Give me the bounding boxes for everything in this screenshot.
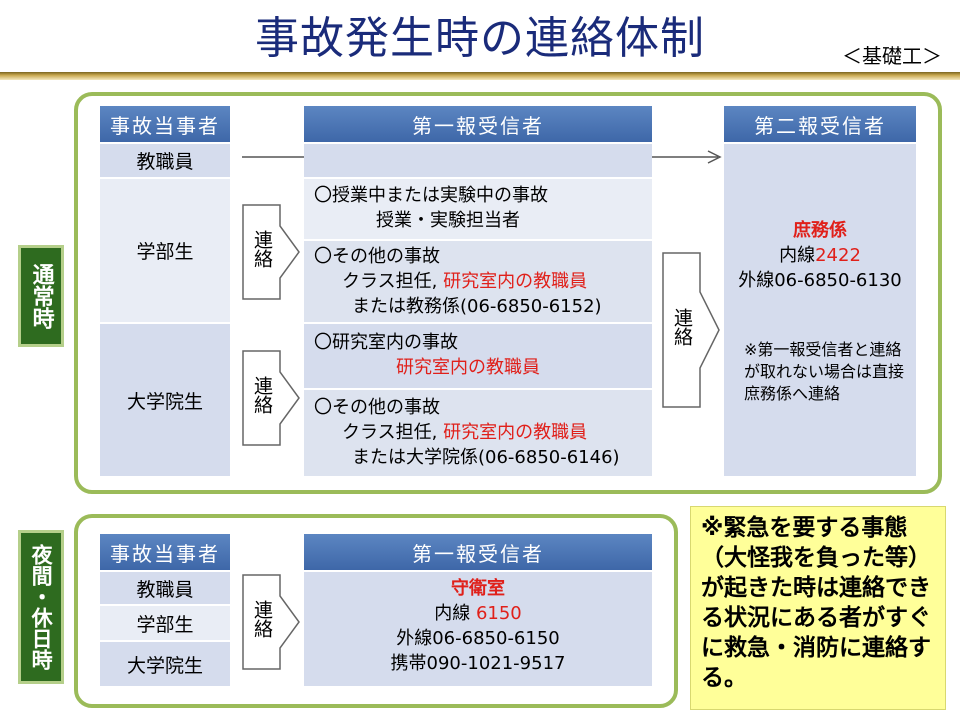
party-staff: 教職員 <box>100 144 230 177</box>
grad-case1-contact: 研究室内の教職員 <box>396 357 540 378</box>
contact-arrow-grad: 連絡 <box>242 350 302 446</box>
night-party-staff: 教職員 <box>100 572 230 604</box>
emergency-note: ※緊急を要する事態（大怪我を負った等）が起きた時は連絡できる状況にある者がすぐに… <box>690 506 946 710</box>
night-first-receiver-cell: 守衛室 内線 6150 外線06-6850-6150 携帯090-1021-95… <box>304 572 652 686</box>
first-undergrad-case2: 〇その他の事故 クラス担任, 研究室内の教職員 または教務係(06-6850-6… <box>304 241 652 322</box>
grad-case2-line1: クラス担任, 研究室内の教職員 <box>314 420 652 445</box>
second-receiver-name: 庶務係 <box>793 220 847 241</box>
night-receiver-name: 守衛室 <box>451 578 505 599</box>
night-ext-prefix: 内線 <box>434 603 476 624</box>
header-first-receiver: 第一報受信者 <box>304 106 652 142</box>
night-contact-arrow-label: 連絡 <box>251 600 273 638</box>
undergrad-case2-homeroom: クラス担任, <box>342 271 444 292</box>
night-ext-number: 6150 <box>475 603 522 624</box>
contact-arrow-undergrad: 連絡 <box>242 204 302 300</box>
second-receiver-note: ※第一報受信者と連絡が取れない場合は直接庶務係へ連絡 <box>744 340 905 403</box>
night-receiver-mobile: 携帯090-1021-9517 <box>390 653 566 674</box>
undergrad-case2-title: 〇その他の事故 <box>314 246 440 267</box>
first-staff-row <box>304 144 652 177</box>
contact-arrow-second-label: 連絡 <box>671 308 693 346</box>
undergrad-case2-lab-staff: 研究室内の教職員 <box>443 271 588 292</box>
night-contact-arrow: 連絡 <box>242 574 302 670</box>
title-divider <box>0 72 960 80</box>
night-party-undergrad: 学部生 <box>100 606 230 640</box>
grad-case1-title: 〇研究室内の事故 <box>314 332 458 353</box>
second-ext-number: 2422 <box>815 245 861 266</box>
contact-arrow-undergrad-label: 連絡 <box>251 230 273 268</box>
first-undergrad-case1: 〇授業中または実験中の事故 授業・実験担当者 <box>304 179 652 239</box>
party-undergrad: 学部生 <box>100 179 230 322</box>
header-second-receiver: 第二報受信者 <box>724 106 916 142</box>
night-receiver-outside: 外線06-6850-6150 <box>396 628 560 649</box>
undergrad-case1-title: 〇授業中または実験中の事故 <box>314 185 548 206</box>
grad-case2-homeroom: クラス担任, <box>342 422 444 443</box>
night-header-first-receiver: 第一報受信者 <box>304 534 652 570</box>
grad-case2-title: 〇その他の事故 <box>314 397 440 418</box>
undergrad-case1-contact: 授業・実験担当者 <box>376 210 520 231</box>
night-label: 夜間・休日時 <box>18 530 64 684</box>
undergrad-case2-line1: クラス担任, 研究室内の教職員 <box>314 269 652 294</box>
second-ext-prefix: 内線 <box>779 245 816 266</box>
page-subtitle: ＜基礎工＞ <box>842 44 942 68</box>
night-receiver-ext: 内線 6150 <box>304 601 652 626</box>
page-title: 事故発生時の連絡体制 <box>255 13 705 64</box>
second-receiver-cell: 庶務係 内線2422 外線06-6850-6130 ※第一報受信者と連絡が取れな… <box>724 144 916 476</box>
first-grad-case2: 〇その他の事故 クラス担任, 研究室内の教職員 または大学院係(06-6850-… <box>304 390 652 476</box>
contact-arrow-second: 連絡 <box>662 252 722 408</box>
night-party-grad: 大学院生 <box>100 642 230 686</box>
night-header-accident-party: 事故当事者 <box>100 534 230 570</box>
contact-arrow-grad-label: 連絡 <box>251 376 273 414</box>
second-receiver-ext: 内線2422 <box>724 243 916 268</box>
party-grad: 大学院生 <box>100 324 230 476</box>
grad-case2-lab-staff: 研究室内の教職員 <box>443 422 588 443</box>
normal-time-label: 通常時 <box>18 245 64 347</box>
first-grad-case1: 〇研究室内の事故 研究室内の教職員 <box>304 324 652 388</box>
grad-case2-line2: または大学院係(06-6850-6146) <box>352 447 620 468</box>
header-accident-party: 事故当事者 <box>100 106 230 142</box>
second-receiver-outside: 外線06-6850-6130 <box>738 270 902 291</box>
undergrad-case2-line2: または教務係(06-6850-6152) <box>352 296 602 317</box>
